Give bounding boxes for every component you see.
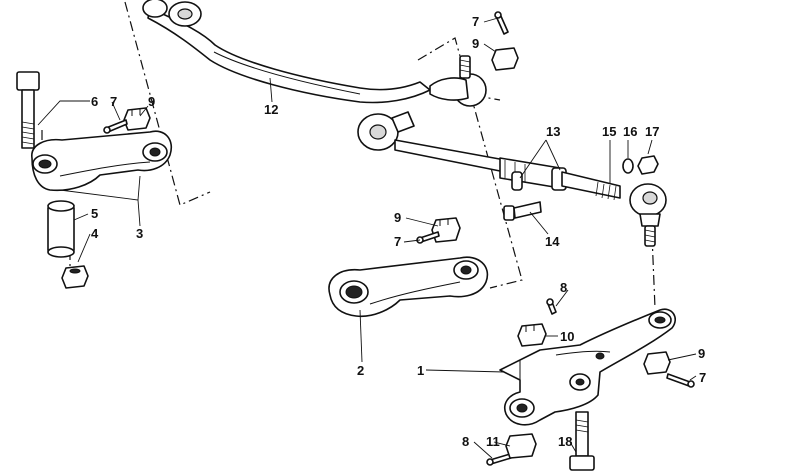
callout-7-arm: 7 (699, 370, 706, 385)
callout-3: 3 (136, 226, 143, 241)
callout-8-upper: 8 (560, 280, 567, 295)
callout-9-arm: 9 (698, 346, 705, 361)
callout-16: 16 (623, 124, 637, 139)
clamp-bolt (503, 201, 542, 221)
cotter-pin-8-lower (486, 453, 512, 466)
callout-7-pitman: 7 (394, 234, 401, 249)
castle-nut-pitman (431, 217, 461, 243)
idler-nut (61, 265, 89, 289)
castle-nut-top (491, 47, 519, 71)
callout-labels: 1 2 3 4 5 6 7 7 7 7 8 8 9 9 9 9 10 11 12… (91, 14, 706, 449)
callout-10: 10 (560, 329, 574, 344)
castle-nut-steering-arm (643, 351, 671, 375)
callout-9-top: 9 (472, 36, 479, 51)
callout-15: 15 (602, 124, 616, 139)
callout-14: 14 (545, 234, 560, 249)
callout-17: 17 (645, 124, 659, 139)
leader-lines (37, 17, 697, 459)
callout-1: 1 (417, 363, 424, 378)
callout-7-top: 7 (472, 14, 479, 29)
callout-5: 5 (91, 206, 98, 221)
castle-nut-idler (123, 107, 151, 131)
callout-11: 11 (486, 434, 500, 449)
steering-arm (499, 308, 676, 426)
callout-13: 13 (546, 124, 560, 139)
callout-2: 2 (357, 363, 364, 378)
nut-10 (517, 323, 547, 347)
cotter-pin-steering-arm (666, 373, 695, 388)
washer-16 (622, 158, 634, 174)
callout-9-idler: 9 (148, 94, 155, 109)
callout-12: 12 (264, 102, 278, 117)
callout-7-idler: 7 (110, 94, 117, 109)
nut-17 (637, 155, 659, 175)
callout-9-pitman: 9 (394, 210, 401, 225)
idler-bolt (16, 71, 40, 149)
pitman-arm (328, 256, 489, 318)
cotter-pin-idler (103, 119, 128, 134)
side-tie-rod (357, 111, 667, 247)
callout-18: 18 (558, 434, 572, 449)
cotter-pin-8-upper (546, 298, 557, 315)
callout-8-lower: 8 (462, 434, 469, 449)
center-tie-rod (142, 0, 487, 107)
idler-bushing (47, 200, 75, 258)
nut-11 (505, 433, 537, 459)
callout-4: 4 (91, 226, 99, 241)
bolt-18 (569, 411, 595, 471)
callout-6: 6 (91, 94, 98, 109)
cotter-pin-top (494, 11, 509, 35)
idler-arm (31, 130, 172, 192)
